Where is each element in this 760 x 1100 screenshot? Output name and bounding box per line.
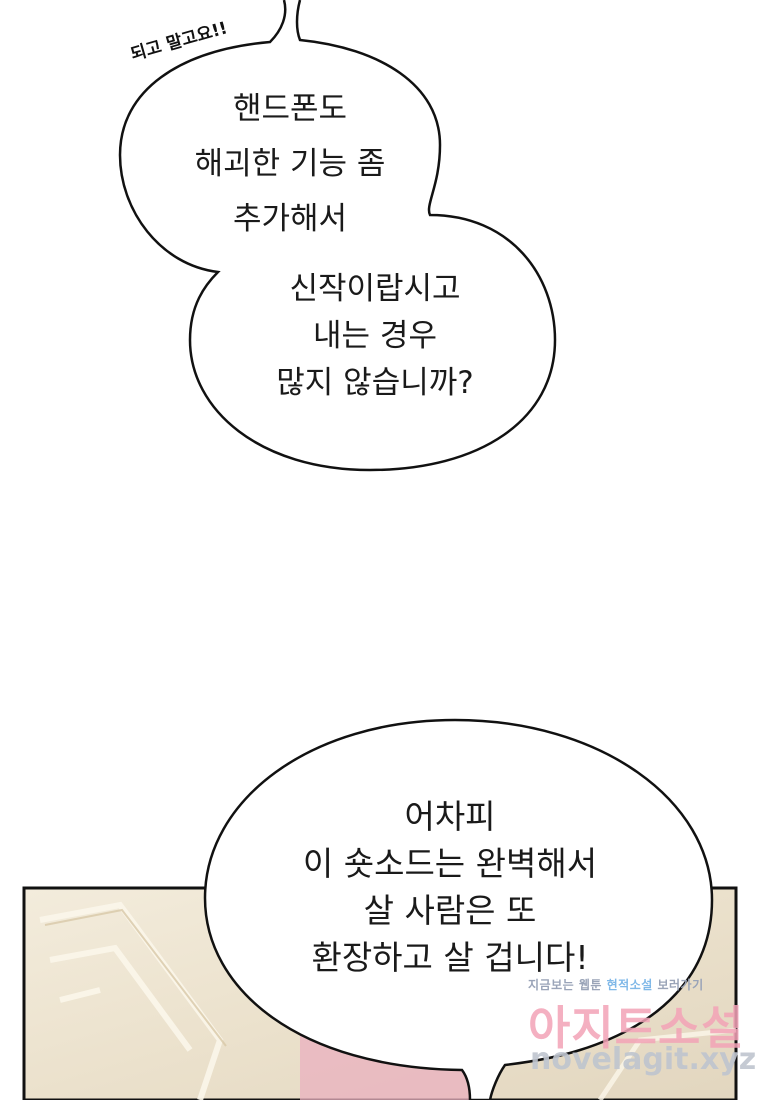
- right-wall-detail: [597, 1027, 737, 1100]
- speech-bubble-bottom: [203, 718, 714, 1100]
- bubble-middle-text: 신작이랍시고 내는 경우 많지 않습니까?: [210, 274, 540, 415]
- wall-molding-shadow: [44, 908, 227, 1047]
- bubble-top-text: 핸드폰도 해괴한 기능 좀 추가해서: [150, 94, 430, 259]
- bubble-line: 어차피: [404, 797, 496, 836]
- bubble-line: 많지 않습니까?: [276, 365, 474, 401]
- bubble-line: 신작이랍시고: [289, 271, 461, 307]
- bubble-line: 환장하고 살 겁니다!: [311, 938, 589, 977]
- bubble-line: 해괴한 기능 좀: [194, 146, 386, 182]
- bubble-line: 핸드폰도: [232, 91, 348, 127]
- bubble-line: 이 숏소드는 완벽해서: [302, 844, 598, 883]
- bubble-line: 살 사람은 또: [363, 891, 537, 930]
- watermark-tagline: 지금보는 웹툰 현적소설 보러가기: [528, 976, 704, 993]
- bubble-line: 추가해서: [232, 201, 348, 237]
- bubble-line: 내는 경우: [313, 318, 437, 354]
- bubble-bottom-text: 어차피 이 숏소드는 완벽해서 살 사람은 또 환장하고 살 겁니다!: [240, 800, 660, 988]
- watermark-tagline-b: 현적소설: [606, 978, 653, 992]
- watermark-tagline-c: 보러가기: [657, 978, 704, 992]
- watermark-brand: 아지트소설: [528, 1001, 745, 1055]
- speech-bubble-top: [118, 0, 557, 472]
- watermark-tagline-a: 지금보는 웹툰: [528, 978, 602, 992]
- watermark-url: novelagit.xyz: [530, 1042, 757, 1077]
